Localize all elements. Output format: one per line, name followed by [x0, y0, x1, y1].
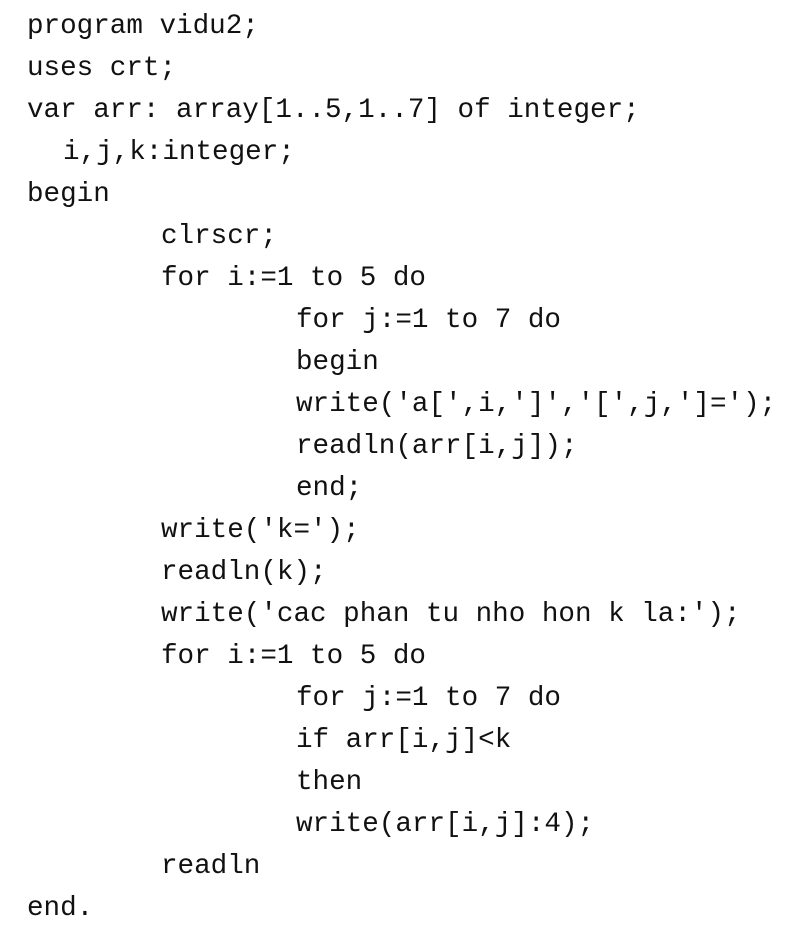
code-line: if arr[i,j]<k [296, 725, 512, 756]
code-listing: program vidu2; uses crt; var arr: array[1.… [0, 6, 776, 930]
code-line: uses crt; [27, 53, 177, 84]
code-line: write('a[',i,']','[',j,']='); [296, 389, 777, 420]
code-line: program vidu2; [27, 11, 259, 42]
code-line: readln [161, 851, 261, 882]
code-line: for i:=1 to 5 do [161, 641, 426, 672]
code-line: then [296, 767, 363, 798]
code-line: var arr: array[1..5,1..7] of integer; [27, 95, 640, 126]
code-line: readln(k); [161, 557, 327, 588]
code-line: readln(arr[i,j]); [296, 431, 578, 462]
code-line: for i:=1 to 5 do [161, 263, 426, 294]
code-line: for j:=1 to 7 do [296, 683, 561, 714]
code-line: clrscr; [161, 221, 277, 252]
code-line: end. [27, 893, 94, 924]
code-line: begin [27, 179, 110, 210]
code-line: i,j,k:integer; [63, 137, 295, 168]
code-line: write(arr[i,j]:4); [296, 809, 595, 840]
code-line: for j:=1 to 7 do [296, 305, 561, 336]
code-line: write('k='); [161, 515, 360, 546]
code-line: begin [296, 347, 379, 378]
code-line: end; [296, 473, 363, 504]
code-line: write('cac phan tu nho hon k la:'); [161, 599, 741, 630]
